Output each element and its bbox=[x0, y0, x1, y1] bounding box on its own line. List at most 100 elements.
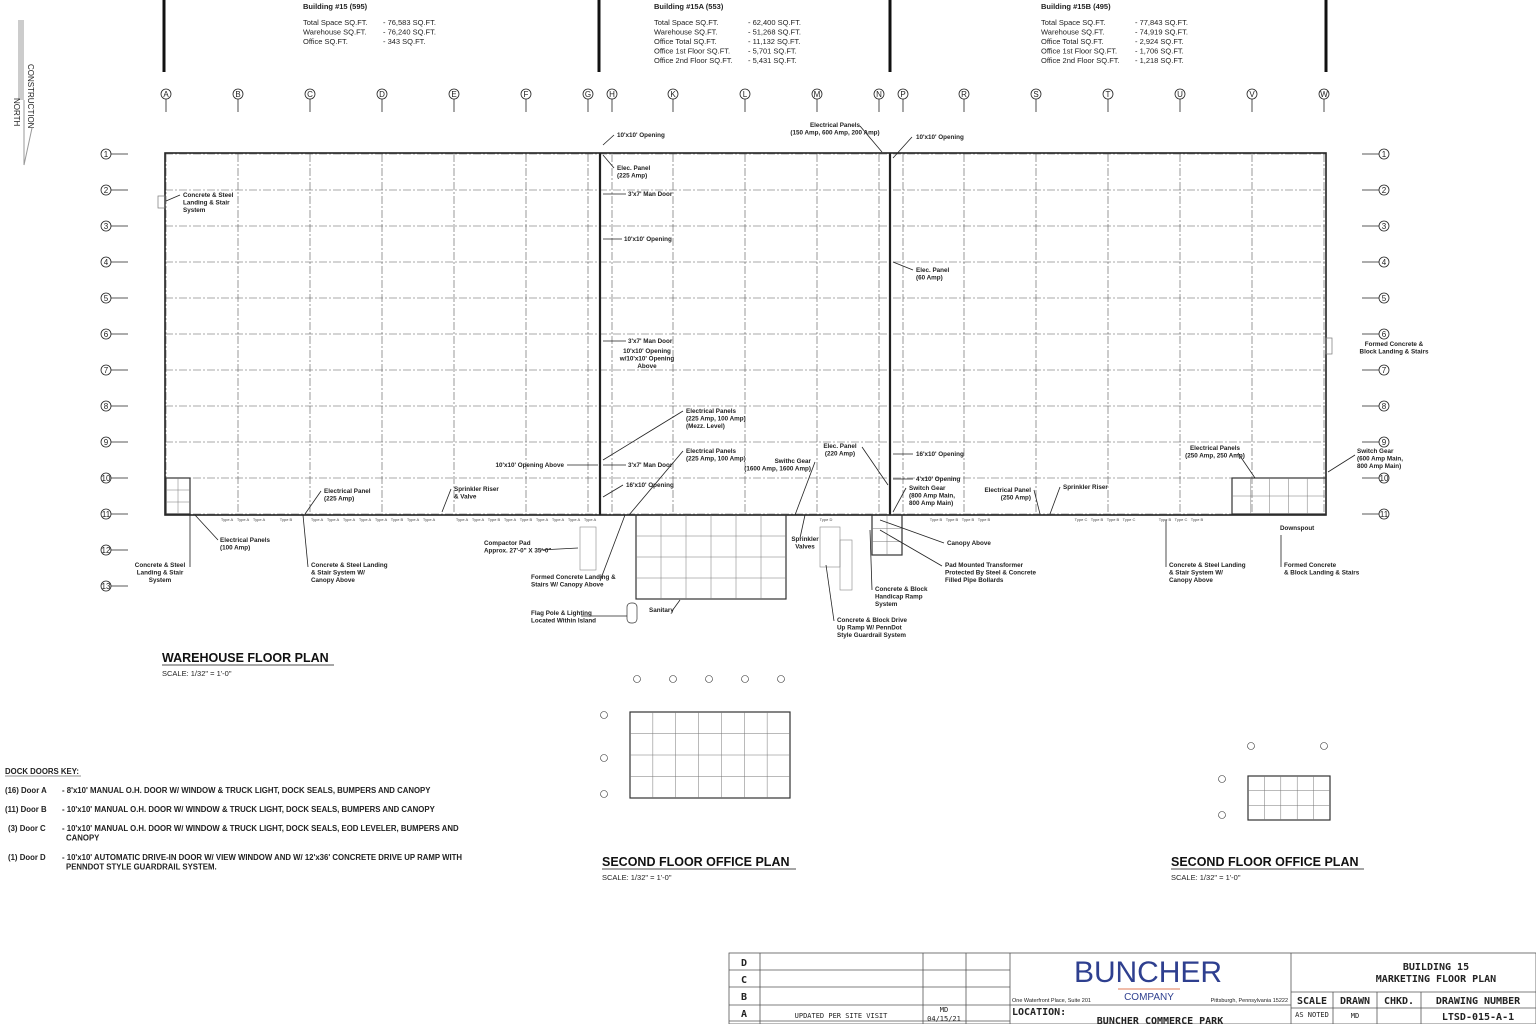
annotation-text: Canopy Above bbox=[947, 540, 991, 547]
office-first-floor-15b bbox=[1231, 477, 1327, 515]
sqft-value: - 74,919 SQ.FT. bbox=[1135, 28, 1188, 37]
grid-row-label: 11 bbox=[102, 510, 111, 519]
address-right: Pittsburgh, Pennsylvania 15222 bbox=[1211, 998, 1288, 1004]
annotation-text: Up Ramp W/ PennDot bbox=[837, 624, 903, 631]
grid-row-label-right: 10 bbox=[1380, 474, 1389, 483]
grid-bubble bbox=[1247, 742, 1255, 750]
annotation-text: 3'x7' Man Door bbox=[628, 191, 673, 198]
annotation-text: (100 Amp) bbox=[220, 544, 250, 551]
grid-column-label: P bbox=[900, 90, 905, 99]
office-plan-a-title: SECOND FLOOR OFFICE PLAN bbox=[602, 855, 790, 869]
annotation-text: Concrete & Steel bbox=[135, 562, 186, 569]
grid-column-label: A bbox=[163, 90, 169, 99]
annotation-text: Switch Gear bbox=[909, 485, 946, 492]
grid-column-label: W bbox=[1320, 90, 1328, 99]
grid-row-label: 4 bbox=[104, 258, 109, 267]
annotation-text: Concrete & Steel Landing bbox=[1169, 562, 1246, 569]
sqft-value: - 76,583 SQ.FT. bbox=[383, 18, 436, 27]
grid-column-label: H bbox=[609, 90, 615, 99]
dock-key-label: (3) Door C bbox=[8, 824, 46, 833]
grid-row-label: 8 bbox=[104, 402, 109, 411]
dock-key-description: CANOPY bbox=[66, 834, 100, 843]
annotation-text: & Block Landing & Stairs bbox=[1284, 569, 1360, 576]
annotation-text: 4'x10' Opening bbox=[916, 476, 960, 483]
annotation-text: Electrical Panel bbox=[324, 488, 371, 495]
title-block bbox=[728, 952, 1536, 1024]
grid-bubble bbox=[1320, 742, 1328, 750]
dock-key-title: DOCK DOORS KEY: bbox=[5, 767, 79, 776]
grid-column-label: E bbox=[451, 90, 456, 99]
annotation-text: Electrical Panels bbox=[686, 448, 737, 455]
revision-mark: B bbox=[741, 992, 747, 1003]
grid-row-label-right: 4 bbox=[1382, 258, 1387, 267]
annotation-text: Pad Mounted Transformer bbox=[945, 562, 1024, 569]
office-plan-b-scale: SCALE: 1/32" = 1'-0" bbox=[1171, 873, 1241, 882]
grid-row-label-right: 2 bbox=[1382, 186, 1387, 195]
grid-row-label: 13 bbox=[102, 582, 111, 591]
grid-row-label-right: 11 bbox=[1380, 510, 1389, 519]
building-title: Building #15 (595) bbox=[303, 2, 368, 11]
dock-door-label: Type A bbox=[221, 517, 234, 522]
north-arrow: CONSTRUCTION NORTH bbox=[12, 20, 35, 166]
revision-by: MD bbox=[940, 1006, 948, 1014]
switch-room bbox=[871, 514, 903, 556]
grid-column-label: D bbox=[379, 90, 385, 99]
dock-door-label: Type A bbox=[504, 517, 517, 522]
annotation-text: Elec. Panel bbox=[617, 165, 651, 172]
annotation-text: (600 Amp Main, bbox=[1357, 455, 1403, 462]
dock-door-label: Type A bbox=[536, 517, 549, 522]
dock-door-label: Type A bbox=[423, 517, 436, 522]
address-left: One Waterfront Place, Suite 201 bbox=[1012, 998, 1091, 1004]
annotation-text: Downspout bbox=[1280, 525, 1315, 532]
grid-column-label: R bbox=[961, 90, 967, 99]
grid-column-label: U bbox=[1177, 90, 1183, 99]
warehouse-plan-scale: SCALE: 1/32" = 1'-0" bbox=[162, 669, 232, 678]
grid-bubble bbox=[777, 675, 785, 683]
annotation-text: & Stair System W/ bbox=[311, 569, 365, 576]
annotation-text: 3'x7' Man Door bbox=[628, 462, 673, 469]
annotation-text: Protected By Steel & Concrete bbox=[945, 569, 1036, 576]
annotation-text: 800 Amp Main) bbox=[909, 500, 953, 507]
annotation-text: Flag Pole & Lighting bbox=[531, 610, 592, 617]
revision-mark: A bbox=[741, 1009, 747, 1020]
grid-column-label: L bbox=[743, 90, 748, 99]
annotation-text: 10'x10' Opening bbox=[617, 132, 665, 139]
annotation-text: & Valve bbox=[454, 493, 477, 500]
sqft-label: Warehouse SQ.FT. bbox=[1041, 28, 1105, 37]
annotation-text: (225 Amp, 100 Amp) bbox=[686, 415, 746, 422]
value-drawing-number: LTSD-015-A-1 bbox=[1442, 1012, 1514, 1023]
grid-row-label: 5 bbox=[104, 294, 109, 303]
annotation-text: Elec. Panel bbox=[823, 443, 857, 450]
dock-door-label: Type A bbox=[359, 517, 372, 522]
annotation-text: 800 Amp Main) bbox=[1357, 463, 1401, 470]
dock-door-label: Type C bbox=[1075, 517, 1088, 522]
building-separators bbox=[162, 0, 1328, 72]
revision-mark: D bbox=[741, 958, 747, 969]
annotation-text: (1600 Amp, 1600 Amp) bbox=[744, 465, 811, 472]
annotation-text: Concrete & Block Drive bbox=[837, 617, 907, 624]
annotation-text: Above bbox=[637, 363, 657, 370]
square-footage-tables: Building #15 (595)Total Space SQ.FT.- 76… bbox=[303, 2, 1188, 65]
sqft-label: Office Total SQ.FT. bbox=[654, 37, 717, 46]
dock-key-description: - 10'x10' AUTOMATIC DRIVE-IN DOOR W/ VIE… bbox=[62, 853, 462, 862]
sqft-label: Warehouse SQ.FT. bbox=[654, 28, 718, 37]
annotation-text: 10'x10' Opening bbox=[623, 348, 671, 355]
sqft-value: - 5,431 SQ.FT. bbox=[748, 56, 797, 65]
dock-door-label: Type A bbox=[253, 517, 266, 522]
dock-door-label: Type B bbox=[930, 517, 943, 522]
sqft-value: - 2,924 SQ.FT. bbox=[1135, 37, 1184, 46]
sqft-label: Office 2nd Floor SQ.FT. bbox=[654, 56, 733, 65]
annotation-text: w/10'x10' Opening bbox=[619, 355, 675, 362]
annotation-text: Sprinkler Riser bbox=[1063, 484, 1108, 491]
annotation-text: (800 Amp Main, bbox=[909, 492, 955, 499]
dock-door-label: Type B bbox=[488, 517, 501, 522]
annotation-text: (60 Amp) bbox=[916, 274, 943, 281]
dock-door-label: Type B bbox=[946, 517, 959, 522]
header-checked: CHKD. bbox=[1384, 996, 1414, 1007]
grid-bubble bbox=[600, 790, 608, 798]
grid-column-label: S bbox=[1033, 90, 1038, 99]
grid-bubble bbox=[600, 754, 608, 762]
